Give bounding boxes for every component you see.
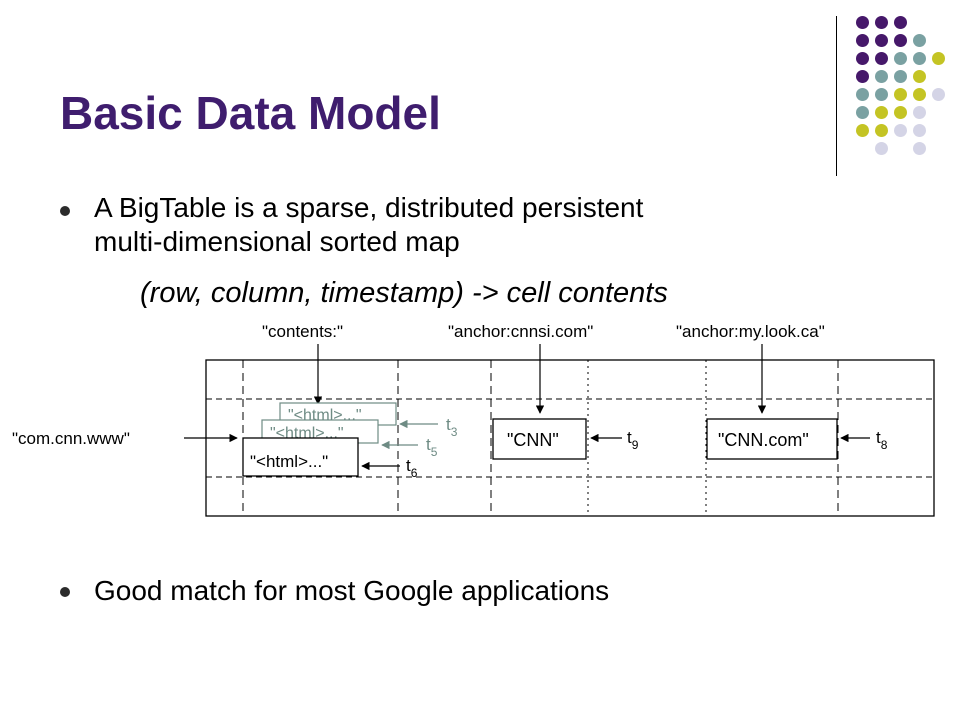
column-label-contents: "contents:" <box>262 322 343 341</box>
decorative-dot <box>875 142 888 155</box>
decorative-dot <box>894 88 907 101</box>
decorative-dot <box>932 52 945 65</box>
decorative-dot <box>856 106 869 119</box>
bullet-1-line-1: A BigTable is a sparse, distributed pers… <box>94 192 644 223</box>
column-label-anchor-cnnsi: "anchor:cnnsi.com" <box>448 322 593 341</box>
decorative-dot <box>894 16 907 29</box>
timestamp-t3: t3 <box>446 415 458 439</box>
anchor-mylook-cell <box>706 418 838 460</box>
timestamp-t5: t5 <box>426 435 438 459</box>
decorative-dot <box>913 52 926 65</box>
column-label-anchor-mylook: "anchor:my.look.ca" <box>676 322 825 341</box>
decorative-dot <box>894 106 907 119</box>
map-signature-formula: (row, column, timestamp) -> cell content… <box>140 277 668 309</box>
bullet-1-line-2: multi-dimensional sorted map <box>94 226 460 257</box>
anchor-cnnsi-value: "CNN" <box>507 430 559 450</box>
decorative-dot <box>875 34 888 47</box>
decorative-dot <box>856 16 869 29</box>
contents-version-t6-value: "<html>..." <box>250 452 328 471</box>
decorative-dot <box>894 124 907 137</box>
decorative-dot <box>932 88 945 101</box>
decorative-dot <box>913 88 926 101</box>
decorative-dot <box>875 88 888 101</box>
bigtable-diagram: "contents:" "anchor:cnnsi.com" "anchor:m… <box>12 322 935 517</box>
row-key-label: "com.cnn.www" <box>12 429 130 448</box>
decorative-dot <box>913 106 926 119</box>
decorative-dot <box>856 34 869 47</box>
decorative-dot <box>875 124 888 137</box>
decorative-dot <box>894 70 907 83</box>
anchor-cnnsi-cell <box>492 418 587 460</box>
contents-version-t6 <box>242 437 359 477</box>
decorative-dot <box>894 34 907 47</box>
decorative-dot <box>856 70 869 83</box>
decorative-dot <box>875 52 888 65</box>
timestamp-t9: t9 <box>627 428 639 452</box>
decorative-dot <box>875 70 888 83</box>
decorative-dot <box>913 142 926 155</box>
decorative-dot <box>894 52 907 65</box>
anchor-mylook-value: "CNN.com" <box>718 430 809 450</box>
decorative-dot <box>913 124 926 137</box>
bullet-2-line-1: Good match for most Google applications <box>94 575 610 606</box>
decorative-dot <box>913 70 926 83</box>
decorative-dot <box>913 34 926 47</box>
decorative-dot <box>875 16 888 29</box>
decorative-dot-grid <box>0 0 960 170</box>
decorative-dot <box>856 52 869 65</box>
decorative-dot <box>875 106 888 119</box>
decorative-dot <box>856 124 869 137</box>
timestamp-t6: t6 <box>406 456 418 480</box>
bullet-icon <box>60 206 70 216</box>
bullet-icon <box>60 587 70 597</box>
decorative-dot <box>856 88 869 101</box>
timestamp-t8: t8 <box>876 428 888 452</box>
title-divider-line <box>836 16 837 176</box>
slide-title: Basic Data Model <box>60 87 441 139</box>
